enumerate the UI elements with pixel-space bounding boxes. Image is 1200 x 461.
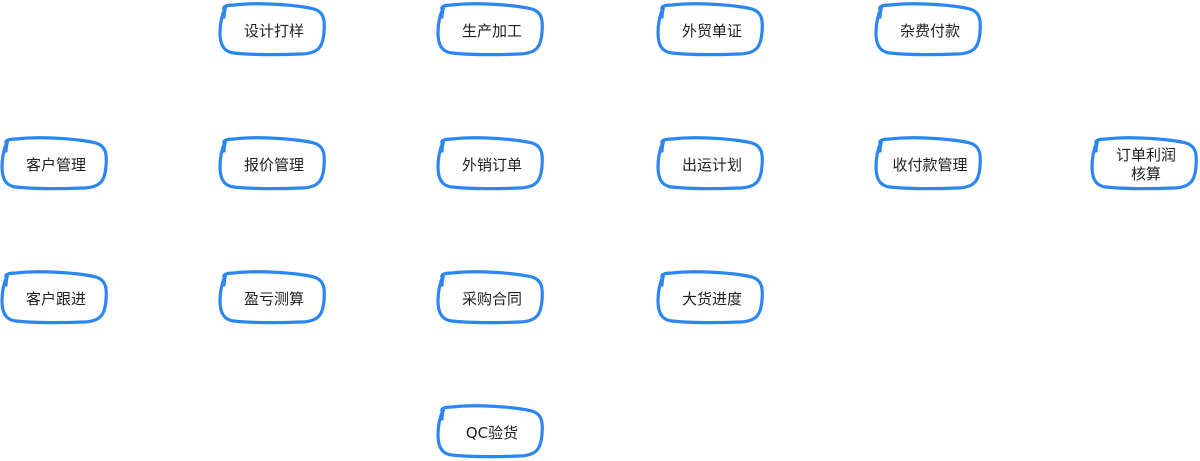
node-qc-inspection[interactable]: QC验货 [436, 404, 544, 461]
node-label: 盈亏测算 [243, 289, 304, 308]
node-production-processing[interactable]: 生产加工 [436, 2, 544, 59]
node-label: 外贸单证 [681, 21, 742, 40]
node-outline-stroke [436, 270, 544, 325]
node-outline [656, 2, 764, 57]
node-outline-stroke [656, 2, 764, 57]
node-label: 杂费付款 [899, 21, 960, 40]
node-outline [0, 270, 108, 325]
node-label: 设计打样 [243, 21, 304, 40]
node-order-profit-accounting[interactable]: 订单利润 核算 [1090, 136, 1198, 193]
node-label: 出运计划 [681, 155, 742, 174]
node-outline-stroke [218, 136, 326, 191]
node-label: 收付款管理 [892, 155, 968, 174]
node-outline-stroke [436, 136, 544, 191]
node-outline [218, 270, 326, 325]
node-receipt-payment-management[interactable]: 收付款管理 [874, 136, 982, 193]
node-label: 大货进度 [681, 289, 742, 308]
node-outline-stroke [874, 136, 982, 191]
node-outline-stroke [656, 136, 764, 191]
node-outline [0, 136, 108, 191]
node-label: 生产加工 [461, 21, 522, 40]
node-outline [218, 2, 326, 57]
node-outline [874, 2, 982, 57]
node-profit-loss-estimation[interactable]: 盈亏测算 [218, 270, 326, 327]
node-bulk-goods-progress[interactable]: 大货进度 [656, 270, 764, 327]
node-label: QC验货 [465, 423, 519, 442]
node-outline-stroke [436, 2, 544, 57]
node-customer-management[interactable]: 客户管理 [0, 136, 108, 193]
node-outline-stroke [1090, 136, 1198, 191]
node-outline-stroke [0, 136, 108, 191]
node-quotation-management[interactable]: 报价管理 [218, 136, 326, 193]
node-label: 采购合同 [461, 289, 522, 308]
node-shipping-plan[interactable]: 出运计划 [656, 136, 764, 193]
node-customer-follow-up[interactable]: 客户跟进 [0, 270, 108, 327]
node-outline-stroke [218, 270, 326, 325]
node-outline [1090, 136, 1198, 191]
node-outline-stroke [656, 270, 764, 325]
node-foreign-trade-documents[interactable]: 外贸单证 [656, 2, 764, 59]
node-outline-stroke [0, 270, 108, 325]
node-label: 客户跟进 [25, 289, 86, 308]
node-outline [874, 136, 982, 191]
node-design-sampling[interactable]: 设计打样 [218, 2, 326, 59]
node-label: 外销订单 [461, 155, 522, 174]
node-outline [436, 136, 544, 191]
node-outline [656, 136, 764, 191]
node-outline [656, 270, 764, 325]
node-label: 客户管理 [25, 155, 86, 174]
node-outline [436, 270, 544, 325]
node-outline [436, 404, 544, 459]
node-outline-stroke [218, 2, 326, 57]
node-label: 报价管理 [243, 155, 304, 174]
node-misc-fee-payment[interactable]: 杂费付款 [874, 2, 982, 59]
node-outline-stroke [874, 2, 982, 57]
node-outline [436, 2, 544, 57]
node-outline [218, 136, 326, 191]
node-label: 订单利润 核算 [1115, 146, 1176, 183]
node-export-sales-order[interactable]: 外销订单 [436, 136, 544, 193]
node-outline-stroke [436, 404, 544, 459]
node-purchase-contract[interactable]: 采购合同 [436, 270, 544, 327]
